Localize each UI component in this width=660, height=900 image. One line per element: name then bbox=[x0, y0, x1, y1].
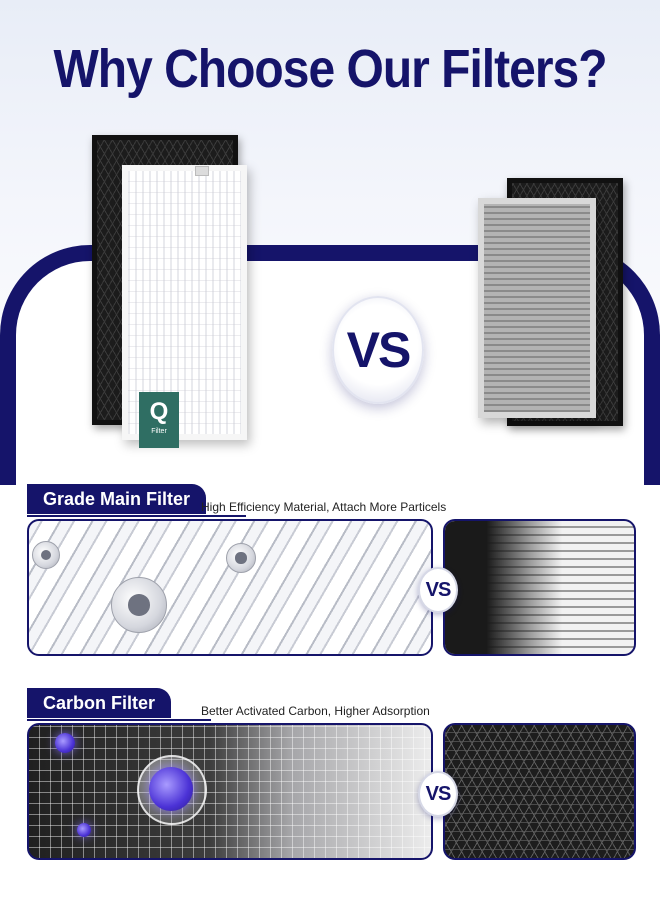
germ-icon bbox=[226, 543, 256, 573]
particle-icon bbox=[77, 823, 91, 837]
filter-brand-badge: Q Filter bbox=[139, 392, 179, 448]
vs-badge-carbon-filter: VS bbox=[418, 771, 458, 817]
other-main-filter-closeup bbox=[443, 519, 636, 656]
page-title: Why Choose Our Filters? bbox=[53, 39, 607, 100]
vs-badge-grade-main-filter: VS bbox=[418, 567, 458, 613]
feature-subtitle-grade-main-filter: High Efficiency Material, Attach More Pa… bbox=[201, 500, 447, 514]
particle-icon bbox=[149, 767, 193, 811]
badge-letter: Q bbox=[149, 398, 169, 425]
our-main-filter-closeup bbox=[27, 519, 433, 656]
our-hepa-filter-image bbox=[122, 165, 247, 440]
feature-title-carbon-filter: Carbon Filter bbox=[27, 688, 212, 721]
filter-pull-tab bbox=[195, 166, 209, 176]
particle-icon bbox=[55, 733, 75, 753]
other-carbon-filter-closeup bbox=[443, 723, 636, 860]
vs-badge-main: VS bbox=[332, 296, 424, 404]
other-hepa-filter-image bbox=[478, 198, 596, 418]
feature-title-grade-main-filter: Grade Main Filter bbox=[27, 484, 247, 517]
germ-icon bbox=[111, 577, 167, 633]
badge-word: Filter bbox=[151, 428, 167, 435]
germ-icon bbox=[32, 541, 60, 569]
feature-subtitle-carbon-filter: Better Activated Carbon, Higher Adsorpti… bbox=[201, 704, 430, 718]
our-carbon-filter-closeup bbox=[27, 723, 433, 860]
